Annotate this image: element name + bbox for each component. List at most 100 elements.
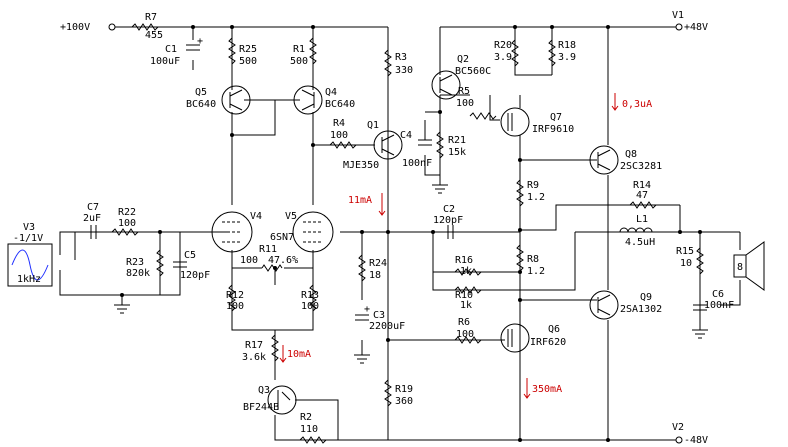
q4-name: Q4 <box>325 87 337 98</box>
v3-value: -1/1V <box>13 233 43 244</box>
r16-value: 1k <box>460 266 472 277</box>
svg-text:+: + <box>364 304 370 315</box>
resistor-symbols <box>111 23 704 444</box>
r19-name: R19 <box>395 384 413 395</box>
r15-name: R15 <box>676 246 694 257</box>
q4-type: BC640 <box>325 99 355 110</box>
r20-value: 3.9 <box>494 52 512 63</box>
q7-type: IRF9610 <box>532 124 574 135</box>
c3-name: C3 <box>373 310 385 321</box>
c3-value: 2200uF <box>369 321 405 332</box>
v2-terminal <box>675 436 683 444</box>
c5-value: 120pF <box>180 270 210 281</box>
speaker-box <box>733 254 747 278</box>
r1-name: R1 <box>293 44 305 55</box>
l1-value: 4.5uH <box>625 237 655 248</box>
q9-type: 2SA1302 <box>620 304 662 315</box>
speaker-icon <box>745 241 765 291</box>
r22-value: 100 <box>118 218 136 229</box>
r11-wiper: 47.6% <box>268 255 298 266</box>
r23-value: 820k <box>126 268 150 279</box>
r18-value: 3.9 <box>558 52 576 63</box>
r1-value: 500 <box>290 56 308 67</box>
q9-name: Q9 <box>640 292 652 303</box>
r2-value: 110 <box>300 424 318 435</box>
r21-name: R21 <box>448 135 466 146</box>
c1-value: 100uF <box>150 56 180 67</box>
hv-label: +100V <box>60 22 90 33</box>
r12-value: 100 <box>226 301 244 312</box>
q7-name: Q7 <box>550 112 562 123</box>
r16-name: R16 <box>455 255 473 266</box>
q8-type: 2SC3281 <box>620 161 662 172</box>
r5-value: 100 <box>456 98 474 109</box>
r11-name: R11 <box>259 244 277 255</box>
r10-value: 1k <box>460 300 472 311</box>
ground-icons <box>114 184 708 364</box>
transistor-symbols <box>221 70 619 415</box>
r4-name: R4 <box>333 118 345 129</box>
c1-name: C1 <box>165 44 177 55</box>
v2-value: -48V <box>684 435 708 446</box>
q1-type: MJE350 <box>343 160 379 171</box>
r14-value: 47 <box>636 190 648 201</box>
q6-type: IRF620 <box>530 337 566 348</box>
current-arrows <box>279 93 619 399</box>
junctions <box>120 25 702 442</box>
current-350ma: 350mA <box>532 384 562 395</box>
l1-name: L1 <box>636 214 648 225</box>
q1-name: Q1 <box>367 120 379 131</box>
source-box <box>7 243 53 287</box>
r17-name: R17 <box>245 340 263 351</box>
v1-terminal <box>675 23 683 31</box>
r2-name: R2 <box>300 412 312 423</box>
wires <box>59 26 741 441</box>
speaker-impedance: 8 <box>737 262 743 273</box>
c6-value: 100nF <box>704 300 734 311</box>
r3-value: 330 <box>395 65 413 76</box>
q5-type: BC640 <box>186 99 216 110</box>
q5-name: Q5 <box>195 87 207 98</box>
r11-value: 100 <box>240 255 258 266</box>
v4-name: V4 <box>250 211 262 222</box>
c7-value: 2uF <box>83 213 101 224</box>
v4-type: 6SN7 <box>270 232 294 243</box>
r13-name: R13 <box>301 290 319 301</box>
r19-value: 360 <box>395 396 413 407</box>
r25-name: R25 <box>239 44 257 55</box>
v5-name: V5 <box>285 211 297 222</box>
v3-name: V3 <box>23 222 35 233</box>
current-10ma: 10mA <box>287 349 311 360</box>
r8-value: 1.2 <box>527 266 545 277</box>
r4-value: 100 <box>330 130 348 141</box>
r7-name: R7 <box>145 12 157 23</box>
q3-name: Q3 <box>258 385 270 396</box>
current-11ma: 11mA <box>348 195 372 206</box>
q6-name: Q6 <box>548 324 560 335</box>
v3-freq: 1kHz <box>17 274 41 285</box>
v1-name: V1 <box>672 10 684 21</box>
r14-name: R14 <box>633 180 651 191</box>
c4-value: 100nF <box>402 158 432 169</box>
r17-value: 3.6k <box>242 352 266 363</box>
c5-name: C5 <box>184 250 196 261</box>
c2-name: C2 <box>443 204 455 215</box>
r24-value: 18 <box>369 270 381 281</box>
r7-value: 455 <box>145 30 163 41</box>
svg-text:+: + <box>197 36 203 47</box>
c4-name: C4 <box>400 130 412 141</box>
r24-name: R24 <box>369 258 387 269</box>
sine-wave-icon <box>11 249 49 281</box>
current-03ua: 0,3uA <box>622 99 652 110</box>
r10-name: R10 <box>455 290 473 301</box>
r5-name: R5 <box>458 86 470 97</box>
r22-name: R22 <box>118 207 136 218</box>
r20-name: R20 <box>494 40 512 51</box>
hv-terminal <box>108 23 116 31</box>
r9-name: R9 <box>527 180 539 191</box>
r12-name: R12 <box>226 290 244 301</box>
q8-name: Q8 <box>625 149 637 160</box>
q2-name: Q2 <box>457 54 469 65</box>
inductor-l1-symbol <box>619 227 653 233</box>
